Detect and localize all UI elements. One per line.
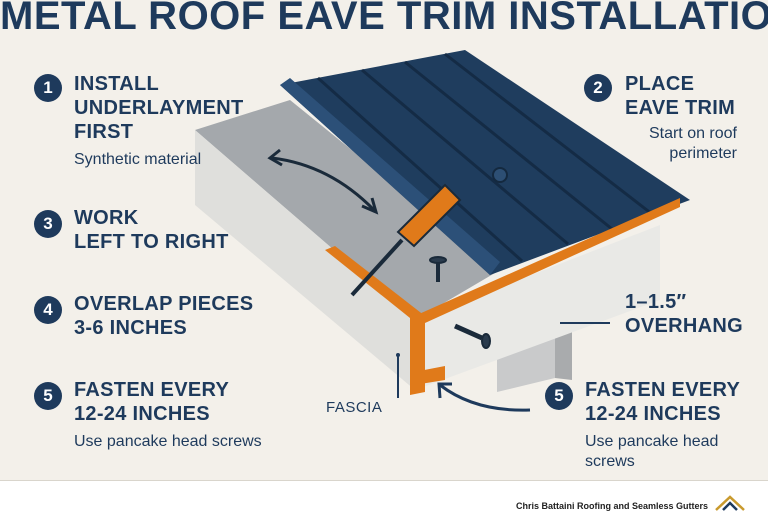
step-5-subtext: Use pancake head screws	[74, 433, 262, 450]
fasten-arrow	[437, 382, 531, 412]
step-4-number: 4	[34, 296, 62, 324]
company-name: Chris Battaini Roofing and Seamless Gutt…	[515, 501, 708, 511]
step-5-right-subtext: Use pancake head screws	[585, 433, 719, 470]
step-3-heading: WORK LEFT TO RIGHT	[74, 207, 229, 253]
step-5-number: 5	[34, 382, 62, 410]
fascia-label: FASCIA	[326, 399, 383, 416]
step-4-heading: OVERLAP PIECES 3-6 INCHES	[74, 293, 254, 339]
panel-screw	[492, 167, 508, 183]
step-3-number: 3	[34, 210, 62, 238]
loose-screw	[429, 256, 447, 282]
overhang-label: 1–1.5″ OVERHANG	[625, 291, 743, 337]
company-logo-icon	[715, 495, 745, 511]
page-title: METAL ROOF EAVE TRIM INSTALLATION	[0, 0, 768, 38]
step-2-number: 2	[584, 74, 612, 102]
step-5-right-heading: FASTEN EVERY 12-24 INCHES	[585, 379, 741, 425]
step-1-subtext: Synthetic material	[74, 151, 202, 168]
fascia-board	[415, 225, 660, 390]
step-2-subtext: Start on roof perimeter	[648, 125, 737, 162]
step-5-heading: FASTEN EVERY 12-24 INCHES	[74, 379, 230, 425]
fascia-screw	[453, 323, 491, 349]
step-1-heading: INSTALL UNDERLAYMENT FIRST	[74, 73, 244, 143]
screwdriver	[350, 183, 462, 297]
footer-bar	[0, 480, 768, 513]
roof-side	[195, 130, 415, 390]
metal-roof-panel	[280, 50, 690, 275]
eave-trim	[410, 198, 680, 328]
roof-deck	[195, 100, 500, 320]
direction-arrow	[267, 148, 379, 215]
step-5-right-number: 5	[545, 382, 573, 410]
step-2-heading: PLACE EAVE TRIM	[625, 73, 736, 119]
step-1-number: 1	[34, 74, 62, 102]
